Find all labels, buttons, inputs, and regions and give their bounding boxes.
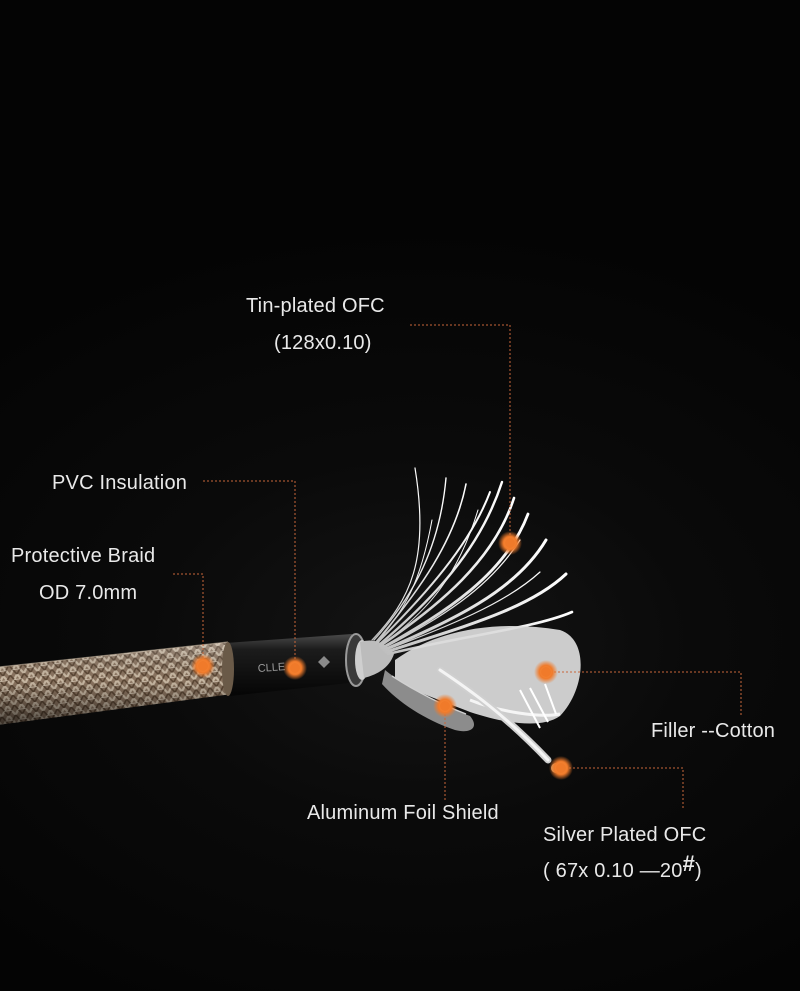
cable-logo-icon — [318, 656, 330, 668]
leader-filler — [546, 671, 742, 716]
silver-spec-prefix: ( 67x 0.10 —20 — [543, 860, 683, 882]
label-aluminum-foil: Aluminum Foil Shield — [307, 802, 499, 824]
label-braid-spec: OD 7.0mm — [39, 582, 138, 604]
label-filler-cotton: Filler --Cotton — [651, 720, 776, 742]
leader-silver — [561, 767, 684, 808]
silver-spec-suffix: ) — [695, 860, 702, 882]
leader-tin-plated — [410, 324, 511, 542]
shield-ring — [345, 633, 394, 687]
label-pvc-insulation: PVC Insulation — [52, 472, 188, 494]
label-silver-title: Silver Plated OFC — [543, 824, 707, 846]
silver-spec-sup: # — [682, 851, 695, 876]
label-tin-plated-title: Tin-plated OFC — [246, 295, 385, 317]
leader-pvc — [203, 480, 296, 668]
label-tin-plated-spec: (128x0.10) — [274, 332, 372, 354]
label-braid-title: Protective Braid — [11, 545, 156, 567]
leader-braid — [173, 573, 204, 666]
tin-plated-strands — [371, 467, 574, 656]
cable-print-text: CLLE — [257, 661, 285, 675]
leader-lines — [173, 324, 742, 808]
label-silver-spec: ( 67x 0.10 —20#) — [543, 853, 702, 884]
markers — [191, 531, 573, 780]
protective-braid-section — [0, 641, 232, 725]
